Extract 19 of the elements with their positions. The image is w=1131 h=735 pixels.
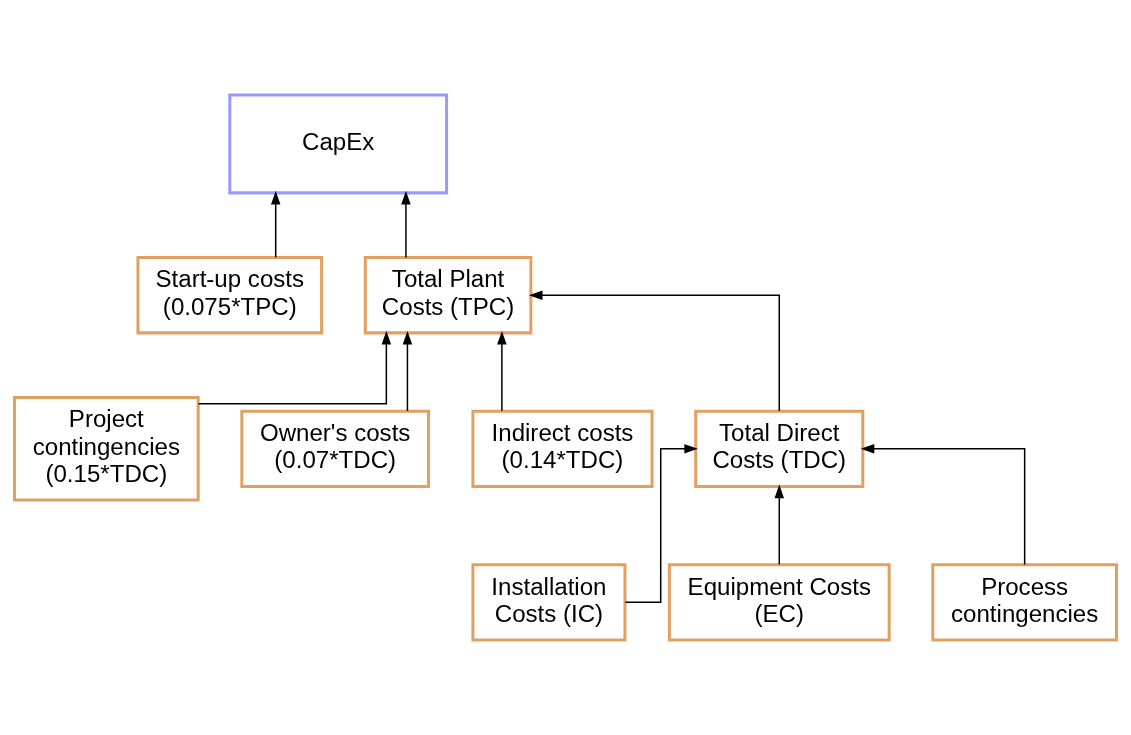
arrow <box>402 331 413 412</box>
arrow <box>624 444 698 604</box>
arrow <box>401 190 411 259</box>
arrow <box>774 484 785 566</box>
node-box: Total Plant Costs (TPC) <box>363 256 533 335</box>
node-box: Installation Costs (IC) <box>471 563 627 642</box>
arrow <box>528 290 781 412</box>
node-box: CapEx <box>228 93 449 195</box>
arrow <box>497 331 507 412</box>
node-box: Total Direct Costs (TDC) <box>694 409 865 488</box>
node-box: Equipment Costs (EC) <box>667 563 891 642</box>
arrow <box>270 190 281 259</box>
node-box: Process contingencies <box>931 563 1118 642</box>
arrow <box>860 444 1026 566</box>
node-box: Indirect costs (0.14*TDC) <box>471 409 654 488</box>
node-box: Owner's costs (0.07*TDC) <box>240 409 430 488</box>
node-box: Project contingencies (0.15*TDC) <box>13 396 200 502</box>
arrow <box>197 330 392 405</box>
node-box: Start-up costs (0.075*TPC) <box>136 256 324 335</box>
